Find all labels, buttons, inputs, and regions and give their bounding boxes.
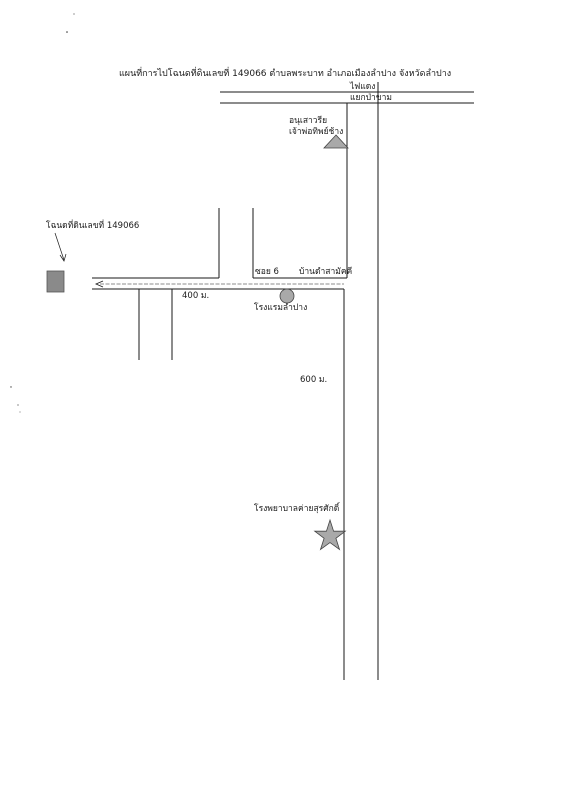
speck (66, 31, 68, 33)
deed-parcel-marker (46, 270, 65, 293)
map-title: แผนที่การไปโฉนดที่ดินเลขที่ 149066 ตำบลพ… (119, 69, 452, 79)
village-label: บ้านดำสามัคคี (299, 267, 353, 277)
deed-pointer-line (54, 232, 65, 261)
distance-400-label: 400 ม. (182, 291, 210, 301)
monument-triangle-icon (323, 134, 349, 149)
monument-label: อนุเสาวรีย (289, 116, 328, 126)
hospital-star-icon (313, 518, 347, 551)
monument-label-line2: เจ้าพ่อทิพย์ช้าง (289, 127, 344, 137)
speck (73, 13, 75, 15)
route-arrowhead (94, 280, 104, 288)
hotel-circle-icon (279, 288, 295, 304)
speck (19, 411, 21, 413)
soi-label: ซอย 6 (255, 267, 279, 277)
traffic-light-label: ไฟแดง (350, 82, 376, 92)
intersection-label: แยกป่าขาม (350, 93, 392, 103)
distance-600-label: 600 ม. (300, 375, 328, 385)
hospital-label: โรงพยาบาลค่ายสุรศักดิ์ (254, 504, 340, 514)
speck (10, 386, 12, 388)
deed-pointer-arrowhead (59, 253, 67, 262)
deed-label: โฉนดที่ดินเลขที่ 149066 (46, 221, 140, 231)
hotel-label: โรงแรมลำปาง (254, 303, 308, 313)
speck (17, 404, 19, 406)
